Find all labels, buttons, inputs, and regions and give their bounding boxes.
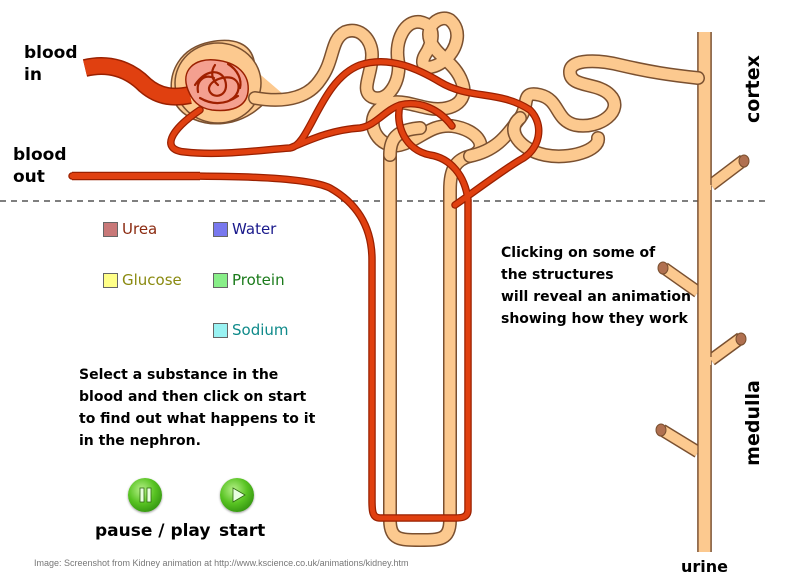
urine-label: urine [681, 557, 729, 576]
legend-urea[interactable]: Urea [103, 220, 157, 238]
legend-glucose[interactable]: Glucose [103, 271, 182, 289]
start-button[interactable] [220, 478, 254, 512]
legend-water[interactable]: Water [213, 220, 276, 238]
hint-line-2: the structures [501, 267, 614, 283]
legend-sodium[interactable]: Sodium [213, 321, 289, 339]
medulla-label: medulla [742, 380, 764, 466]
instructions-line-3: to find out what happens to it [79, 411, 316, 427]
cortex-label: cortex [742, 55, 764, 123]
pause-play-label: pause / play [95, 521, 211, 541]
water-swatch [213, 221, 228, 237]
hint-line-1: Clicking on some of [501, 245, 656, 261]
legend-protein[interactable]: Protein [213, 271, 285, 289]
blood-in-label-line2: in [24, 65, 42, 85]
hint-line-3: will reveal an animation [501, 289, 691, 305]
instructions-text: Select a substance in the blood and then… [79, 364, 315, 452]
image-caption: Image: Screenshot from Kidney animation … [34, 558, 409, 568]
blood-out-label-line1: blood [13, 145, 67, 165]
instructions-line-1: Select a substance in the [79, 367, 279, 383]
legend-glucose-label: Glucose [122, 271, 182, 289]
blood-out-label-line2: out [13, 167, 45, 187]
sodium-swatch [213, 322, 228, 338]
collecting-duct[interactable] [655, 32, 750, 552]
blood-in-label-line1: blood [24, 43, 78, 63]
hint-line-4: showing how they work [501, 311, 688, 327]
legend-protein-label: Protein [232, 271, 285, 289]
urea-swatch [103, 221, 118, 237]
instructions-line-2: blood and then click on start [79, 389, 307, 405]
blood-out-label: blood out [13, 144, 67, 188]
blood-in-label: blood in [24, 42, 78, 86]
instructions-line-4: in the nephron. [79, 433, 201, 449]
renal-tubule[interactable] [248, 11, 705, 547]
glucose-swatch [103, 272, 118, 288]
legend-sodium-label: Sodium [232, 321, 289, 339]
start-label: start [219, 521, 266, 541]
legend-urea-label: Urea [122, 220, 158, 238]
blood-vessels[interactable] [68, 57, 543, 522]
glomerulus[interactable] [185, 59, 249, 112]
hint-text: Clicking on some of the structures will … [501, 242, 691, 330]
play-icon [232, 487, 246, 503]
pause-icon [139, 487, 152, 503]
protein-swatch [213, 272, 228, 288]
pause-play-button[interactable] [128, 478, 162, 512]
legend-water-label: Water [232, 220, 277, 238]
